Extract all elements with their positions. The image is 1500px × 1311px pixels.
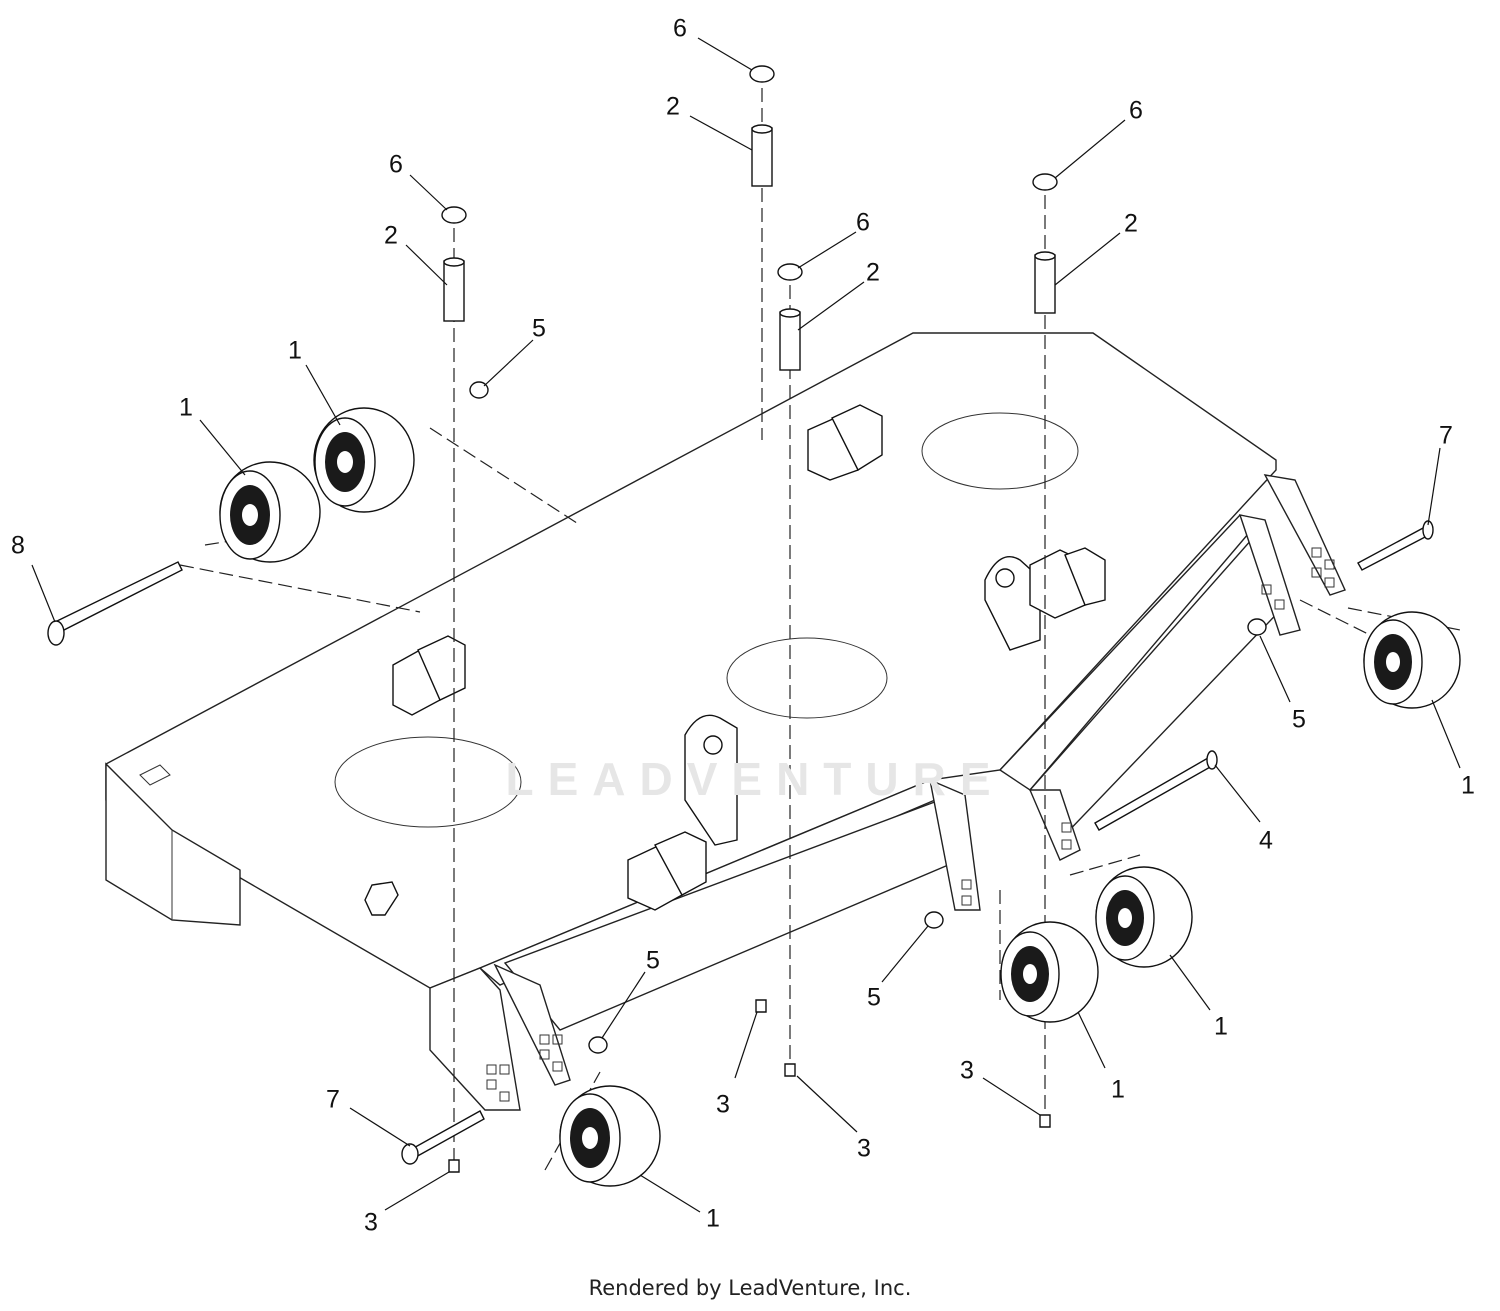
callout-number: 5 [646,947,660,975]
callout-number: 2 [384,222,398,250]
callout-number: 7 [1439,422,1453,450]
cap-parts [441,65,1058,281]
callout-number: 1 [179,394,193,422]
callout-labels: 6 2 6 6 2 2 6 2 5 1 1 7 8 5 1 4 5 5 1 3 1 7 3 3 1 3 [11,15,1475,1237]
clip-parts [448,999,1051,1173]
callout-number: 2 [1124,210,1138,238]
callout-number: 6 [389,151,403,179]
callout-number: 1 [1111,1076,1125,1104]
callout-number: 5 [867,984,881,1012]
wheel [1095,866,1193,968]
callout-number: 1 [1461,772,1475,800]
callout-number: 6 [673,15,687,43]
callout-number: 2 [666,93,680,121]
callout-number: 6 [1129,97,1143,125]
blade-openings [334,412,1079,828]
callout-number: 3 [960,1057,974,1085]
spacer-parts [443,124,1056,371]
rendered-by-credit: Rendered by LeadVenture, Inc. [588,1276,912,1300]
callout-number: 7 [326,1086,340,1114]
leader-lines [31,37,1461,1213]
callout-number: 5 [532,315,546,343]
adjustment-lugs [364,404,1106,916]
wheel [1000,921,1099,1023]
callout-number: 1 [1214,1013,1228,1041]
wheel [313,407,415,513]
watermark: LEADVENTURE [505,753,1005,805]
axle-bolts [47,520,1434,1165]
callout-number: 2 [866,259,880,287]
callout-number: 3 [857,1135,871,1163]
callout-number: 1 [706,1205,720,1233]
callout-number: 4 [1259,827,1273,855]
wheel [559,1085,661,1187]
callout-number: 5 [1292,706,1306,734]
wheel-parts [219,407,1461,1187]
wheel [1363,611,1461,709]
callout-number: 6 [856,209,870,237]
wheel [219,461,321,563]
callout-number: 3 [716,1091,730,1119]
callout-number: 3 [364,1209,378,1237]
bushing-parts [469,381,1267,1054]
callout-number: 8 [11,532,25,560]
callout-number: 1 [288,337,302,365]
mower-deck [105,332,1346,1111]
